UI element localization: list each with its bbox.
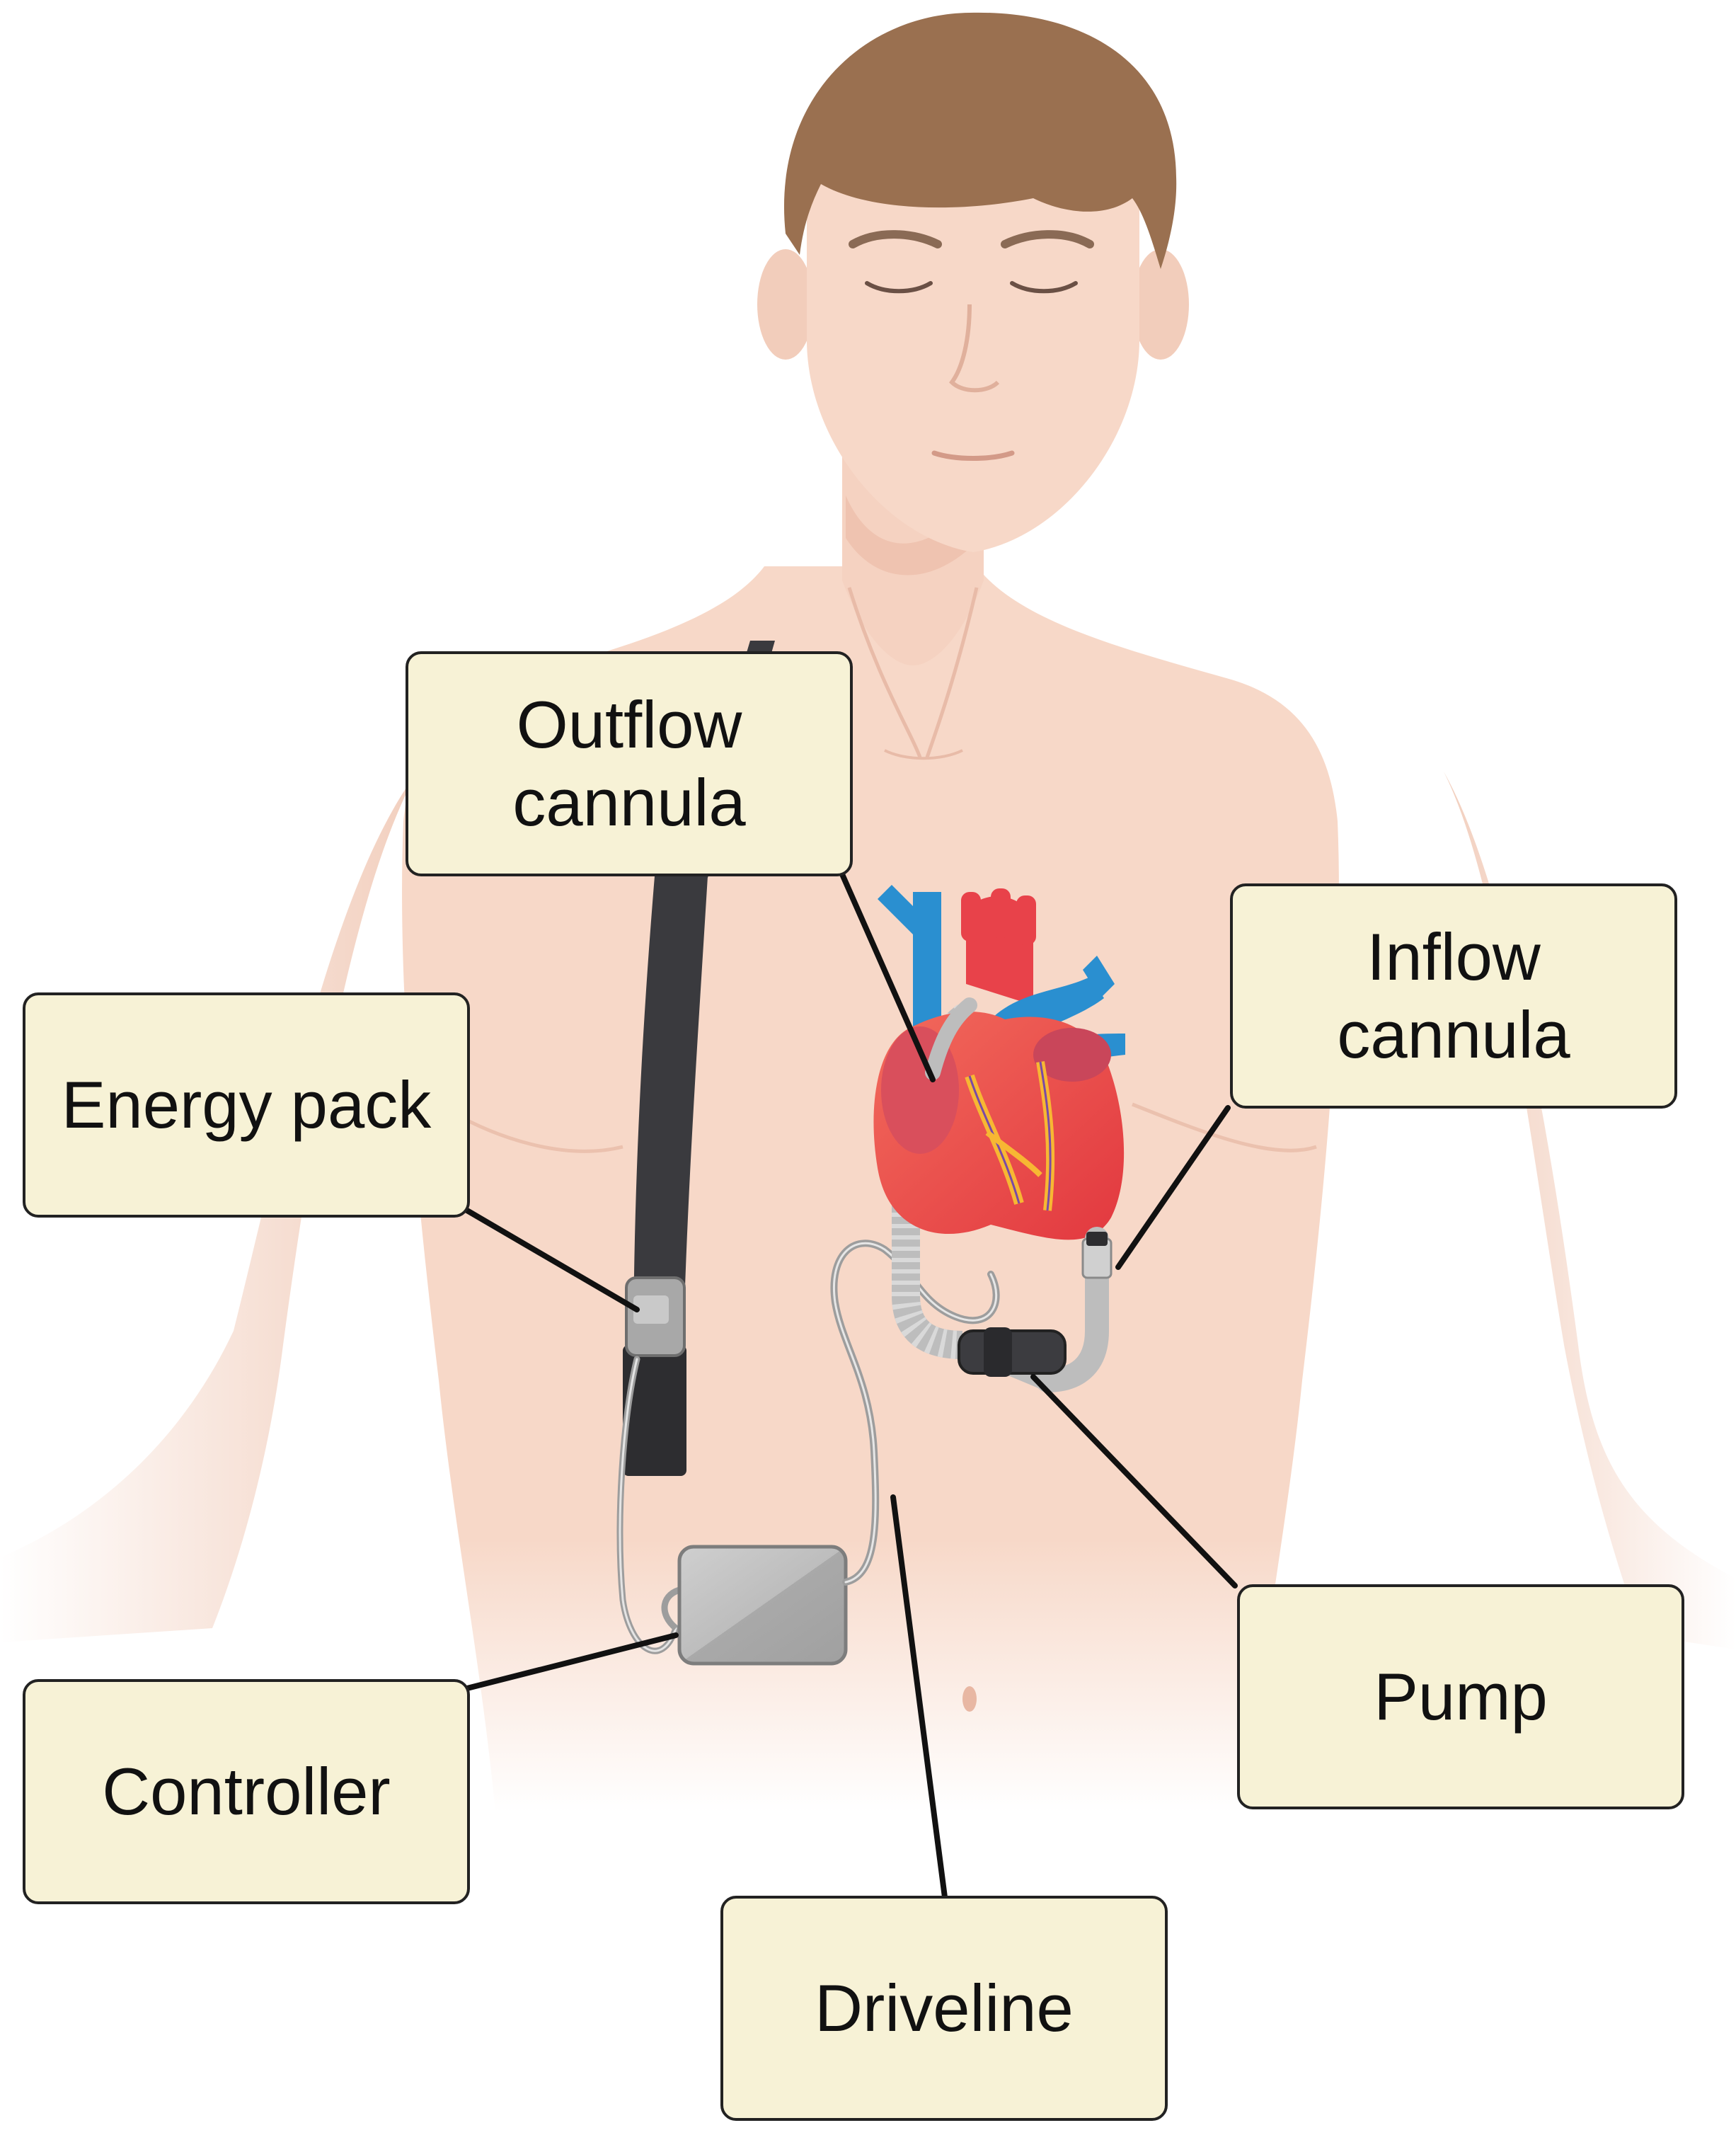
energy-pack-text: Energy pack bbox=[61, 1068, 432, 1143]
leader-controller bbox=[464, 1632, 679, 1691]
energy-pack-label: Energy pack bbox=[23, 992, 470, 1218]
driveline-text: Driveline bbox=[815, 1971, 1074, 2046]
leader-inflow bbox=[1115, 1105, 1231, 1270]
controller-unit bbox=[677, 1545, 848, 1666]
leader-outflow bbox=[839, 871, 936, 1082]
right-ear bbox=[1132, 249, 1189, 360]
left-ear bbox=[757, 249, 814, 360]
leader-energy bbox=[464, 1208, 640, 1312]
mouth bbox=[931, 450, 1015, 461]
strap bbox=[633, 876, 708, 1359]
heart bbox=[873, 885, 1125, 1240]
hair bbox=[783, 12, 1177, 270]
inflow-cannula-text: Inflow cannula bbox=[1337, 920, 1570, 1072]
pump-label: Pump bbox=[1237, 1584, 1684, 1809]
driveline-label: Driveline bbox=[720, 1896, 1168, 2121]
pump-text: Pump bbox=[1374, 1659, 1548, 1734]
right-eye bbox=[1010, 281, 1078, 294]
controller-label: Controller bbox=[23, 1679, 470, 1904]
torso bbox=[402, 566, 1339, 1812]
controller-text: Controller bbox=[102, 1754, 391, 1829]
left-arm bbox=[0, 772, 418, 1642]
outflow-cannula-label: Outflow cannula bbox=[406, 651, 853, 876]
inflow-tube bbox=[1035, 1227, 1109, 1392]
leader-lines bbox=[464, 871, 1238, 1900]
outflow-cannula-text: Outflow cannula bbox=[512, 687, 746, 840]
inflow-cannula-label: Inflow cannula bbox=[1230, 883, 1677, 1109]
leader-driveline bbox=[890, 1494, 948, 1900]
battery-holster bbox=[623, 1345, 686, 1476]
left-eye bbox=[865, 281, 933, 294]
leader-pump bbox=[1030, 1374, 1238, 1589]
